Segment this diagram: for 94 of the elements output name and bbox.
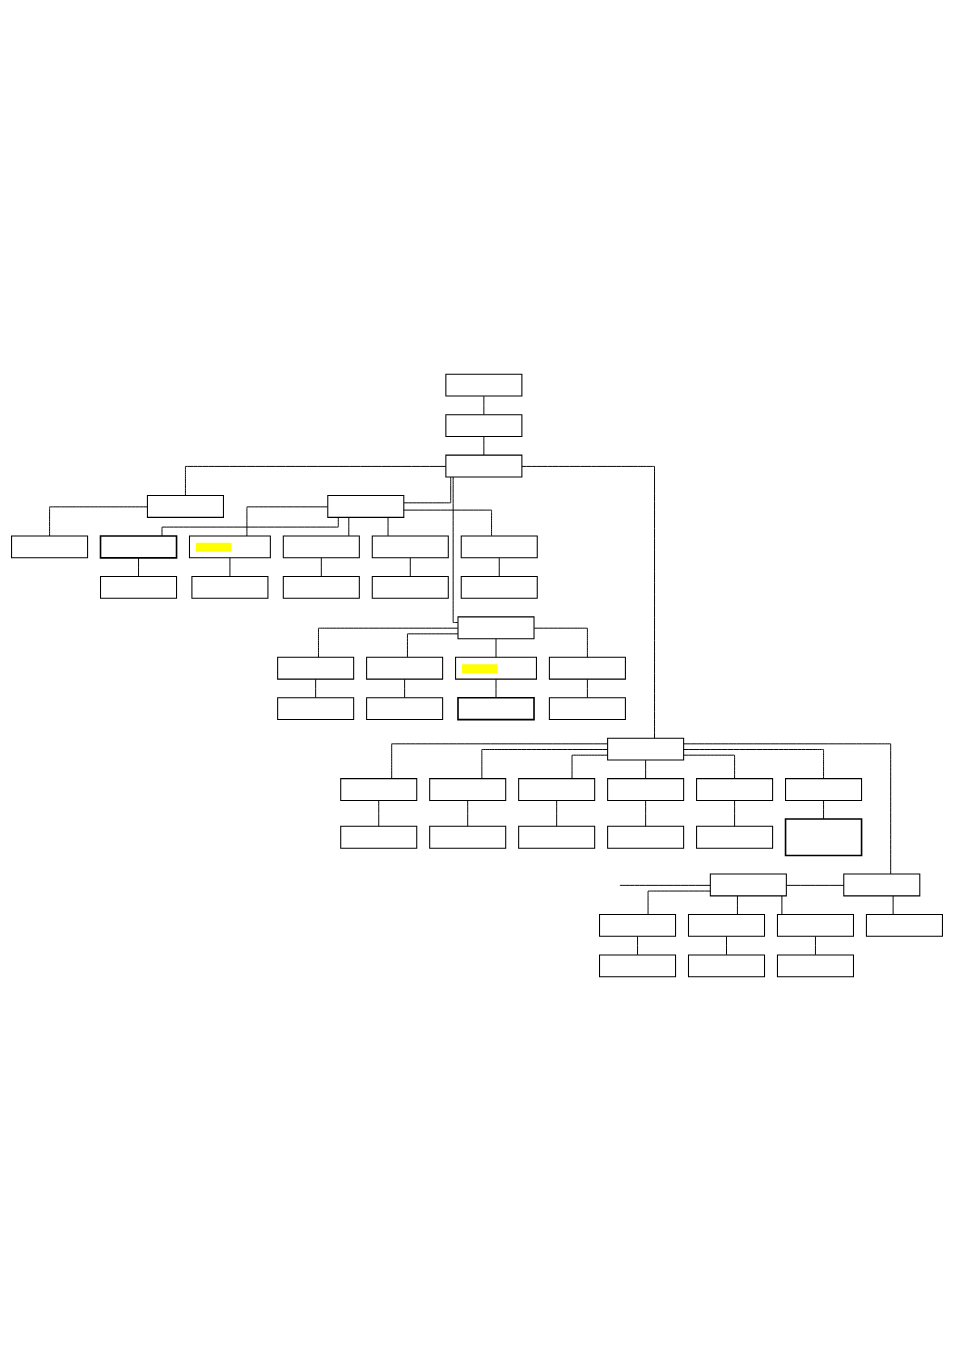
connector [815,935,816,955]
node-box [518,777,596,801]
connector [823,799,825,819]
node-box [865,913,943,937]
connector [892,895,894,915]
node-box [429,825,507,849]
node-box [687,953,766,977]
connector [404,678,406,698]
connector [683,748,825,779]
node-box [99,534,178,559]
node-box [277,656,355,680]
node-box [188,534,271,558]
connector [781,895,783,915]
connector [726,935,727,955]
connector [483,435,485,455]
node-box [191,575,269,599]
node-box [696,825,774,849]
connector [637,935,639,955]
connector [403,509,493,536]
connector [521,465,655,738]
node-box [687,913,766,937]
node-box [696,777,774,801]
connector [246,505,328,536]
connector [452,476,459,623]
connector [467,799,469,827]
connector [483,395,485,415]
node-box [371,575,449,599]
connector [683,742,892,874]
node-box [843,873,921,896]
connector [619,884,711,886]
node-box [340,777,418,801]
connector [736,895,738,915]
node-box [460,575,538,599]
node-box [445,454,523,477]
connector [49,505,148,536]
connector [556,799,558,827]
connector [533,627,588,658]
node-box [100,575,178,599]
node-box [277,696,355,720]
node-box [599,953,677,977]
connector [786,884,845,886]
connector [184,465,447,496]
connector [645,759,647,779]
connector [647,890,711,915]
connector [161,516,339,536]
connector [498,556,500,577]
node-box [146,494,224,518]
connector [320,556,322,577]
node-box [599,913,677,937]
node-box [457,696,535,720]
connector [571,754,608,779]
connector [318,627,459,658]
connector [315,678,317,698]
connector [406,632,459,657]
connector [586,678,588,698]
connector [734,799,736,827]
node-box [518,825,596,849]
node-box [709,873,787,896]
node-box [11,534,89,558]
node-box [607,737,685,761]
node-box [776,953,854,977]
node-box [548,656,626,680]
node-box [282,534,360,558]
node-box [327,494,405,518]
node-box [776,913,854,937]
node-box [457,615,535,639]
node-box [784,817,863,856]
node-box [548,696,626,720]
node-box [282,575,360,599]
connector [495,637,497,658]
connector [495,678,497,698]
connector [409,556,411,577]
node-box [429,777,507,801]
node-box [455,656,537,680]
connector [387,516,389,536]
connector [391,742,609,779]
node-box [366,656,444,680]
connector [481,748,608,779]
connector [683,754,736,779]
node-box [607,825,685,849]
connector [138,556,139,577]
node-box [340,825,418,849]
node-box [460,534,538,558]
connector [229,556,231,577]
node-box [785,777,863,801]
node-box [366,696,444,720]
node-box [371,534,449,558]
node-box [607,777,685,801]
connector [403,476,452,503]
connector [348,516,350,536]
connector [645,799,647,827]
node-box [445,413,523,437]
connector [378,799,380,827]
node-box [445,373,523,397]
